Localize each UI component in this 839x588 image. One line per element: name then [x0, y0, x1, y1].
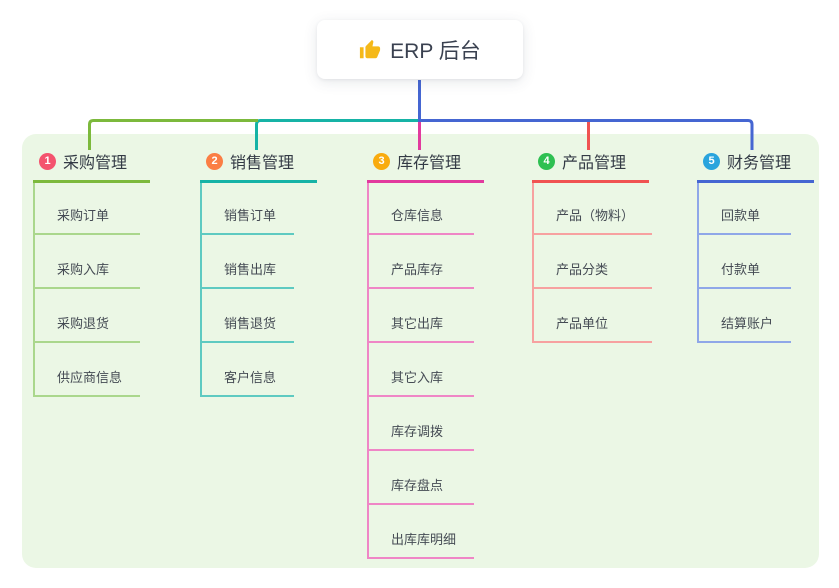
branch-header-finance[interactable]: 5 财务管理 — [697, 147, 814, 183]
branch-header-purchase[interactable]: 1 采购管理 — [33, 147, 150, 183]
branch-number-badge: 3 — [373, 152, 390, 170]
mindmap-node[interactable]: 供应商信息 — [35, 343, 141, 397]
branch-label: 库存管理 — [397, 155, 462, 172]
mindmap-node[interactable]: 库存盘点 — [369, 451, 475, 505]
branch-product: 4 产品管理 产品（物料） 产品分类 产品单位 — [532, 147, 653, 343]
node-label: 供应商信息 — [57, 370, 123, 386]
node-label: 仓库信息 — [391, 208, 444, 224]
branch-purchase: 1 采购管理 采购订单 采购入库 采购退货 供应商信息 — [33, 147, 150, 397]
branch-header-inventory[interactable]: 3 库存管理 — [367, 147, 484, 183]
node-label: 其它出库 — [391, 316, 444, 332]
mindmap-node[interactable]: 产品单位 — [534, 289, 653, 343]
node-label: 出库库明细 — [391, 532, 457, 548]
node-label: 采购订单 — [57, 208, 110, 224]
node-label: 采购入库 — [57, 262, 110, 278]
branch-number-badge: 5 — [703, 152, 720, 170]
branch-sales: 2 销售管理 销售订单 销售出库 销售退货 客户信息 — [200, 147, 317, 397]
node-label: 库存盘点 — [391, 478, 444, 494]
mindmap-node[interactable]: 结算账户 — [699, 289, 792, 343]
node-label: 客户信息 — [224, 370, 277, 386]
branch-inventory: 3 库存管理 仓库信息 产品库存 其它出库 其它入库 库存调拨 库存盘点 出库库… — [367, 147, 484, 559]
mindmap-node[interactable]: 仓库信息 — [369, 183, 475, 235]
branch-children: 仓库信息 产品库存 其它出库 其它入库 库存调拨 库存盘点 出库库明细 — [367, 183, 475, 559]
mindmap-node[interactable]: 销售退货 — [202, 289, 295, 343]
node-label: 产品库存 — [391, 262, 444, 278]
branch-label: 销售管理 — [230, 155, 295, 172]
mindmap-node[interactable]: 产品（物料） — [534, 183, 653, 235]
mindmap-background-panel — [22, 134, 819, 568]
mindmap-node[interactable]: 其它出库 — [369, 289, 475, 343]
branch-label: 产品管理 — [562, 155, 627, 172]
mindmap-node[interactable]: 采购入库 — [35, 235, 141, 289]
node-label: 库存调拨 — [391, 424, 444, 440]
branch-label: 财务管理 — [727, 155, 792, 172]
root-node-label: ERP 后台 — [390, 39, 481, 63]
mindmap-node[interactable]: 出库库明细 — [369, 505, 475, 559]
node-label: 回款单 — [721, 208, 761, 224]
branch-children: 销售订单 销售出库 销售退货 客户信息 — [200, 183, 295, 397]
mindmap-node[interactable]: 销售出库 — [202, 235, 295, 289]
mindmap-node[interactable]: 客户信息 — [202, 343, 295, 397]
mindmap-node[interactable]: 采购退货 — [35, 289, 141, 343]
mindmap-node[interactable]: 产品库存 — [369, 235, 475, 289]
node-label: 产品单位 — [556, 316, 609, 332]
mindmap-node[interactable]: 销售订单 — [202, 183, 295, 235]
node-label: 销售订单 — [224, 208, 277, 224]
branch-header-product[interactable]: 4 产品管理 — [532, 147, 649, 183]
branch-number-badge: 4 — [538, 152, 555, 170]
thumbs-up-icon — [359, 39, 381, 61]
mindmap-node[interactable]: 库存调拨 — [369, 397, 475, 451]
node-label: 付款单 — [721, 262, 761, 278]
branch-finance: 5 财务管理 回款单 付款单 结算账户 — [697, 147, 814, 343]
node-label: 采购退货 — [57, 316, 110, 332]
node-label: 其它入库 — [391, 370, 444, 386]
branch-header-sales[interactable]: 2 销售管理 — [200, 147, 317, 183]
root-node-erp[interactable]: ERP 后台 — [317, 20, 523, 79]
node-label: 产品（物料） — [556, 208, 635, 224]
node-label: 销售出库 — [224, 262, 277, 278]
node-label: 产品分类 — [556, 262, 609, 278]
mindmap-node[interactable]: 付款单 — [699, 235, 792, 289]
mindmap-node[interactable]: 产品分类 — [534, 235, 653, 289]
mindmap-node[interactable]: 采购订单 — [35, 183, 141, 235]
branch-number-badge: 1 — [39, 152, 56, 170]
branch-children: 采购订单 采购入库 采购退货 供应商信息 — [33, 183, 141, 397]
node-label: 销售退货 — [224, 316, 277, 332]
branch-children: 产品（物料） 产品分类 产品单位 — [532, 183, 653, 343]
node-label: 结算账户 — [721, 316, 774, 332]
mindmap-node[interactable]: 回款单 — [699, 183, 792, 235]
branch-children: 回款单 付款单 结算账户 — [697, 183, 792, 343]
mindmap-node[interactable]: 其它入库 — [369, 343, 475, 397]
branch-label: 采购管理 — [63, 155, 128, 172]
branch-number-badge: 2 — [206, 152, 223, 170]
